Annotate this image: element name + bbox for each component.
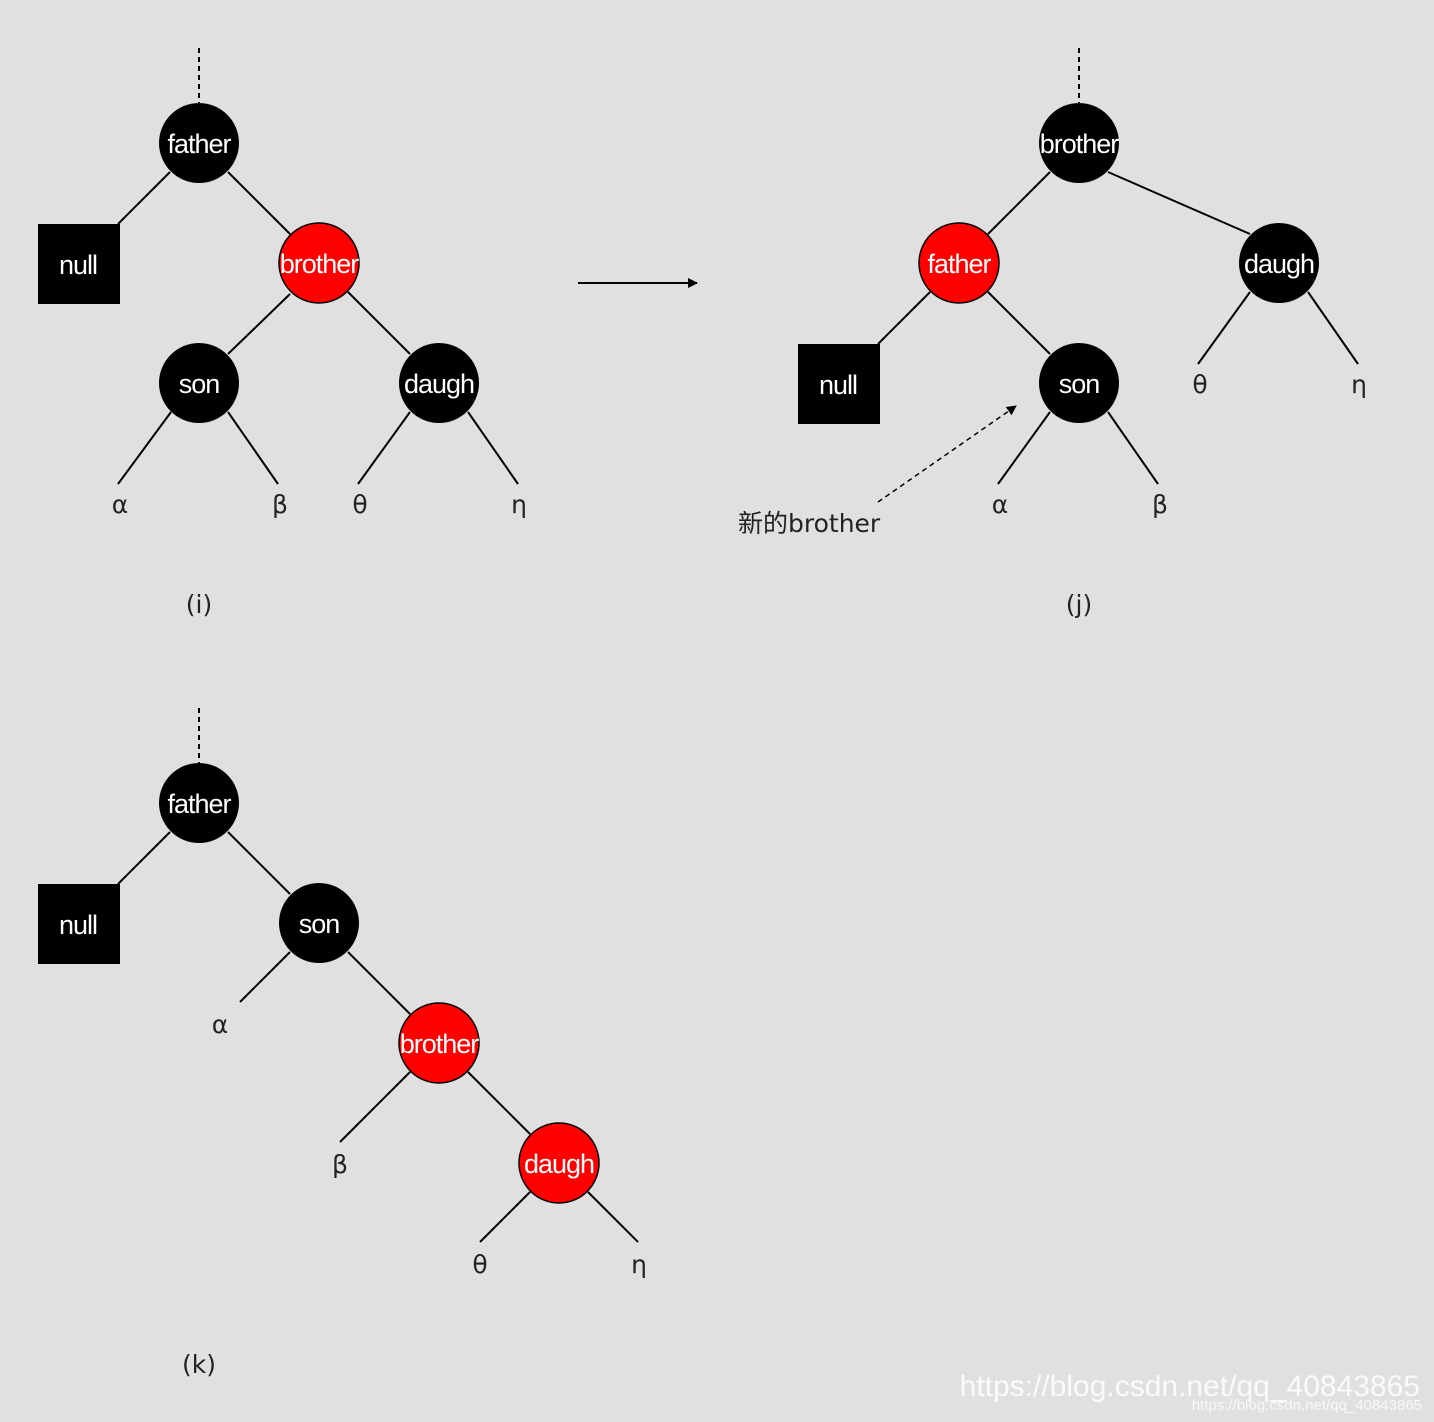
edge-father-brother xyxy=(227,171,291,235)
node-brother xyxy=(278,222,360,304)
node-father-label: father xyxy=(927,249,991,279)
edge-daugh-eta xyxy=(467,411,519,485)
edge-son-alpha xyxy=(997,411,1051,485)
node-null xyxy=(798,344,880,424)
watermark-small: https://blog.csdn.net/qq_40843865 xyxy=(1192,1397,1422,1414)
caption-i: (i) xyxy=(186,590,212,619)
node-son-label: son xyxy=(1059,369,1100,399)
diagram-i: father null brother son daugh α β θ η (i… xyxy=(38,48,527,619)
caption-j: (j) xyxy=(1066,590,1092,619)
caption-k: (k) xyxy=(182,1350,216,1379)
leaf-eta: η xyxy=(511,490,527,519)
node-daugh-label: daugh xyxy=(524,1149,594,1179)
edge-daugh-eta xyxy=(587,1191,639,1243)
node-brother-label: brother xyxy=(280,249,360,279)
edge-daugh-theta xyxy=(357,411,411,485)
node-daugh xyxy=(399,343,479,423)
node-father-label: father xyxy=(167,789,231,819)
leaf-eta: η xyxy=(1351,370,1367,399)
node-daugh xyxy=(518,1122,600,1204)
node-daugh-label: daugh xyxy=(404,369,474,399)
node-daugh-label: daugh xyxy=(1244,249,1314,279)
edge-father-null xyxy=(877,291,931,345)
leaf-alpha: α xyxy=(992,490,1008,519)
leaf-beta: β xyxy=(272,490,288,519)
node-brother xyxy=(398,1002,480,1084)
node-father xyxy=(159,763,239,843)
leaf-alpha: α xyxy=(112,490,128,519)
diagram-j: brother father daugh null son θ η α β 新的… xyxy=(738,48,1367,619)
node-son xyxy=(1039,343,1119,423)
leaf-alpha: α xyxy=(212,1010,228,1039)
new-brother-annotation: 新的brother xyxy=(738,509,881,538)
node-son-label: son xyxy=(179,369,220,399)
node-son xyxy=(279,883,359,963)
edge-father-son xyxy=(227,831,291,895)
edge-son-beta xyxy=(1107,411,1159,485)
node-father xyxy=(918,222,1000,304)
node-son xyxy=(159,343,239,423)
watermark: https://blog.csdn.net/qq_40843865 xyxy=(960,1370,1420,1403)
node-father-label: father xyxy=(167,129,231,159)
edge-brother-beta xyxy=(339,1071,411,1143)
edge-daugh-eta xyxy=(1307,291,1359,365)
node-brother-label: brother xyxy=(1040,129,1120,159)
leaf-eta: η xyxy=(631,1250,647,1279)
leaf-beta: β xyxy=(1152,490,1168,519)
node-null-label: null xyxy=(819,370,857,400)
edge-father-son xyxy=(987,291,1051,355)
leaf-theta: θ xyxy=(352,490,367,519)
node-father xyxy=(159,103,239,183)
leaf-theta: θ xyxy=(1192,370,1207,399)
node-null xyxy=(38,224,120,304)
edge-daugh-theta xyxy=(479,1191,531,1243)
leaf-beta: β xyxy=(332,1150,348,1179)
edge-son-alpha xyxy=(239,951,291,1003)
edge-daugh-theta xyxy=(1197,291,1251,365)
node-daugh xyxy=(1239,223,1319,303)
node-null-label: null xyxy=(59,910,97,940)
edge-brother-daugh xyxy=(467,1071,531,1135)
node-null-label: null xyxy=(59,250,97,280)
edge-brother-son xyxy=(227,293,291,355)
edge-son-beta xyxy=(227,411,279,485)
node-null xyxy=(38,884,120,964)
edge-father-null xyxy=(117,831,171,885)
new-brother-pointer xyxy=(877,405,1017,503)
edge-brother-daugh xyxy=(1107,171,1251,235)
edge-son-alpha xyxy=(117,411,172,485)
edge-brother-father xyxy=(987,171,1051,235)
edge-son-brother xyxy=(347,951,411,1015)
edge-father-null xyxy=(117,171,171,225)
diagram-k: father null son brother daugh α β θ η (k… xyxy=(38,708,647,1379)
node-son-label: son xyxy=(299,909,340,939)
node-brother xyxy=(1039,103,1119,183)
edge-brother-daugh xyxy=(347,291,411,355)
node-brother-label: brother xyxy=(400,1029,480,1059)
leaf-theta: θ xyxy=(472,1250,487,1279)
